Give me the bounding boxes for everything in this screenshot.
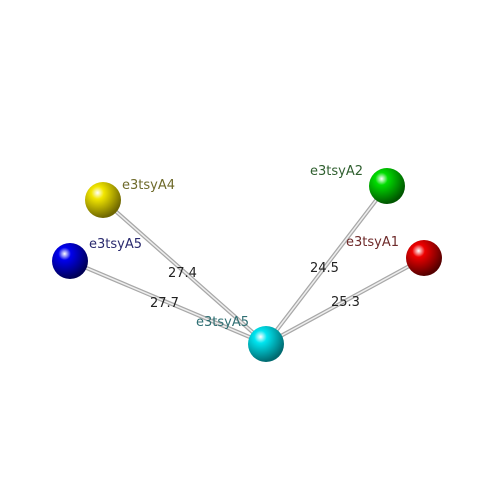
node-label-green: e3tsyA2	[310, 164, 363, 179]
edge-center-red	[264, 256, 426, 346]
node-yellow[interactable]	[85, 182, 121, 218]
node-center[interactable]	[248, 326, 284, 362]
edge-label-center-green: 24.5	[310, 261, 339, 276]
node-label-blue: e3tsyA5	[89, 237, 142, 252]
node-label-yellow: e3tsyA4	[122, 178, 175, 193]
node-red[interactable]	[406, 240, 442, 276]
edge-center-yellow	[101, 198, 268, 346]
node-green[interactable]	[369, 168, 405, 204]
node-blue[interactable]	[52, 243, 88, 279]
edge-label-center-yellow: 27.4	[168, 266, 197, 281]
edge-center-blue	[68, 259, 268, 346]
edge-label-center-red: 25.3	[331, 295, 360, 310]
edge-center-green	[264, 184, 389, 346]
node-label-center: e3tsyA5	[196, 315, 249, 330]
edge-label-center-blue: 27.7	[150, 296, 179, 311]
node-label-red: e3tsyA1	[346, 235, 399, 250]
